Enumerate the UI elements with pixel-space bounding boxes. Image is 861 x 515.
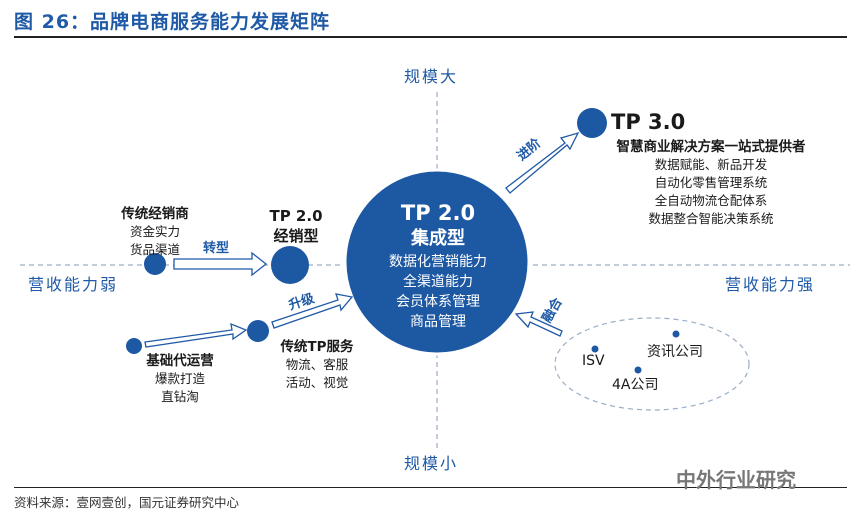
partners-ellipse	[554, 317, 750, 411]
basic-ops-line: 直钻淘	[161, 389, 199, 404]
merge-arrow	[514, 311, 563, 337]
center-line: 数据化营销能力	[389, 254, 487, 270]
upgrade-arrow	[271, 293, 354, 329]
watermark: 中外行业研究	[676, 468, 796, 492]
tp3-block: 智慧商业解决方案一站式提供者 数据赋能、新品开发 自动化零售管理系统 全自动物流…	[596, 138, 826, 228]
center-line: 商品管理	[410, 314, 466, 330]
tp3-line: 全自动物流仓配体系	[654, 193, 768, 208]
tp3-title: TP 3.0	[611, 110, 686, 134]
advance-arrow	[505, 131, 580, 194]
basic-ops-line: 爆款打造	[154, 371, 205, 386]
info-dot	[672, 330, 680, 338]
center-block: TP 2.0 集成型 数据化营销能力 全渠道能力 会员体系管理 商品管理	[360, 200, 516, 332]
transform-label: 转型	[203, 241, 230, 256]
tp-service-block: 传统TP服务 物流、客服 活动、视觉	[262, 338, 372, 392]
axis-left-label: 营收能力弱	[28, 275, 119, 294]
tp-service-line: 活动、视觉	[285, 375, 349, 390]
tp3-subtitle: 智慧商业解决方案一站式提供者	[616, 139, 806, 155]
center-circle	[343, 168, 531, 356]
center-line: 全渠道能力	[403, 274, 473, 290]
tp3-line: 数据赋能、新品开发	[654, 157, 768, 172]
axis-right-label: 营收能力强	[725, 275, 816, 294]
title-rule	[14, 36, 847, 38]
tp3-dot	[577, 108, 607, 138]
center-line: 会员体系管理	[396, 294, 480, 310]
axis-bottom-label: 规模小	[404, 454, 459, 473]
distributor-block: 传统经销商 资金实力 货品渠道	[100, 205, 210, 259]
isv-label: ISV	[582, 353, 605, 369]
transform-arrow	[173, 251, 268, 277]
basic-ops-arrow	[144, 322, 248, 348]
info-label: 资讯公司	[647, 344, 703, 360]
tp2-dist-title: TP 2.0	[269, 207, 323, 225]
isv-dot	[591, 345, 599, 353]
distributor-line: 资金实力	[129, 224, 180, 239]
center-title: TP 2.0	[400, 201, 476, 225]
tp2-dist-subtitle: 经销型	[273, 227, 319, 245]
tp-service-line: 物流、客服	[285, 357, 349, 372]
source-note: 资料来源：壹网壹创，国元证券研究中心	[14, 495, 240, 510]
distributor-line: 货品渠道	[129, 242, 180, 257]
tp2-dist-block: TP 2.0 经销型	[256, 206, 336, 246]
basic-ops-block: 基础代运营 爆款打造 直钻淘	[130, 352, 230, 406]
tp2-dist-dot	[271, 246, 309, 284]
fourA-label: 4A公司	[612, 377, 659, 393]
axis-top-label: 规模大	[404, 67, 459, 86]
distributor-title: 传统经销商	[121, 206, 189, 222]
tp-service-title: 传统TP服务	[280, 339, 354, 355]
basic-ops-dot	[126, 338, 142, 354]
fourA-dot	[634, 366, 642, 374]
figure-title: 图 26：品牌电商服务能力发展矩阵	[14, 11, 331, 33]
footer-rule	[14, 487, 847, 488]
tp3-line: 自动化零售管理系统	[654, 175, 768, 190]
center-subtitle: 集成型	[411, 228, 465, 249]
tp-service-dot	[247, 320, 269, 342]
tp3-line: 数据整合智能决策系统	[648, 211, 774, 226]
basic-ops-title: 基础代运营	[146, 353, 214, 369]
distributor-dot	[144, 253, 166, 275]
